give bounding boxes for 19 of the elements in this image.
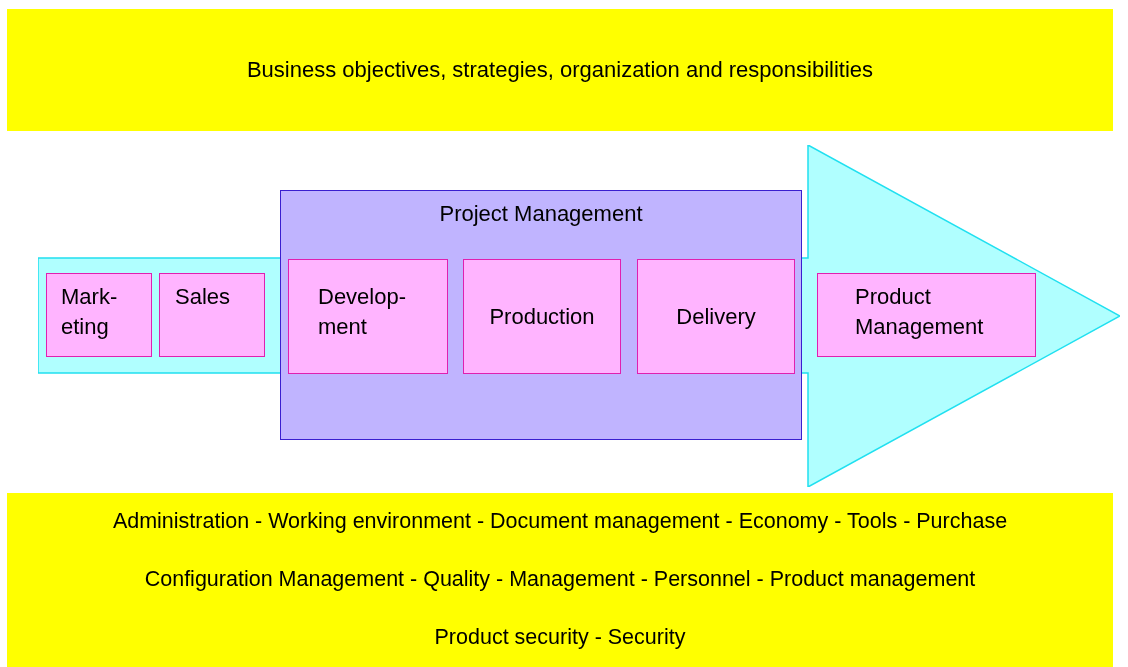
banner-box — [7, 493, 1113, 667]
banner-text: Business objectives, strategies, organization and responsibilities — [246, 56, 874, 85]
process-box — [817, 273, 1036, 357]
process-box — [637, 259, 795, 374]
process-box — [288, 259, 448, 374]
banner-text: Administration - Working environment - Document management - Economy - Tools - Purchase — [112, 508, 1008, 536]
process-box — [463, 259, 621, 374]
group-title: Project Management — [438, 200, 644, 228]
box-label: Sales — [174, 283, 232, 311]
banner-box — [7, 9, 1113, 131]
process-box — [46, 273, 152, 357]
process-box — [159, 273, 265, 357]
banner-text: Product security - Security — [434, 624, 686, 652]
box-label: Product Management — [854, 283, 985, 341]
box-label: Production — [489, 302, 595, 331]
banner-text: Configuration Management - Quality - Management - Personnel - Product management — [144, 566, 976, 594]
box-label: Delivery — [676, 302, 756, 331]
box-label: Mark-eting — [60, 283, 119, 341]
box-label: Develop-ment — [317, 283, 408, 341]
